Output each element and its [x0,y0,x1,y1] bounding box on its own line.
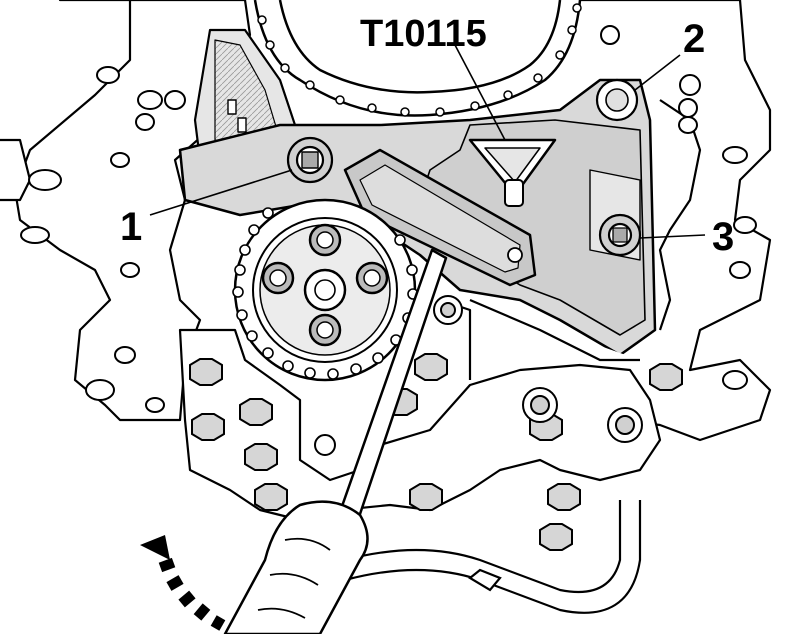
callout-1: 1 [120,205,142,249]
lower-bolts [189,353,683,551]
bolt-3 [598,213,642,257]
callout-3: 3 [712,215,734,259]
bolt-2 [595,78,639,122]
locking-lever [343,148,537,287]
chain-links-upper [257,3,582,117]
screwdriver-icon [223,248,448,634]
sprocket [233,198,417,382]
callout-2: 2 [683,17,705,61]
leader-lines [149,44,706,239]
bolt-1 [286,136,334,184]
oil-pipe [344,500,642,614]
tool-label: T10115 [360,13,487,55]
rotation-arrow-icon [140,535,226,631]
block-holes [20,25,757,413]
round-bolts-lower [314,295,643,456]
